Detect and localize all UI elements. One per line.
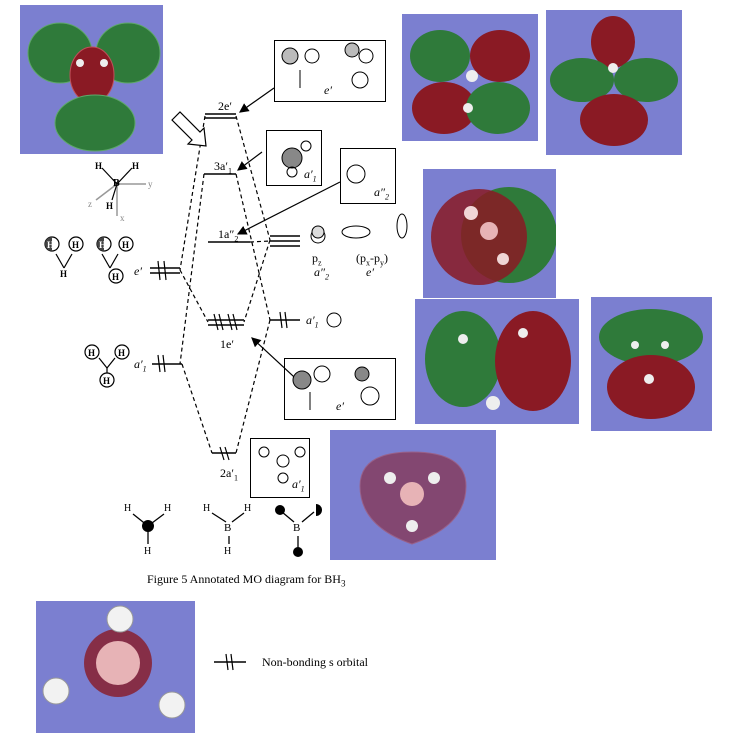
fragment-label-pz: pz xyxy=(312,251,322,268)
bottom-b-1: B xyxy=(224,522,232,534)
h-label-3: H xyxy=(60,269,68,279)
legend-nonbonding: Non-bonding s orbital xyxy=(262,655,368,669)
fragment-label-pxpy-sym: e′ xyxy=(366,265,374,279)
box-label-e-lower: e′ xyxy=(336,399,344,413)
axis-atom-h-left: H xyxy=(95,161,103,171)
fragment-label-e-left: e′ xyxy=(134,264,142,278)
fragment-label-pz-sym: a″2 xyxy=(314,265,329,282)
h-label-6: H xyxy=(112,272,120,282)
orbital-box-1a2 xyxy=(340,148,396,204)
orbital-render-1a2 xyxy=(423,169,556,298)
bottom-h-6: H xyxy=(224,546,232,557)
level-label-2e: 2e′ xyxy=(218,99,232,113)
axis-atom-b: B xyxy=(113,178,120,189)
axis-atom-h-right: H xyxy=(132,161,140,171)
orbital-render-1e-b xyxy=(591,297,712,431)
h-label-7: H xyxy=(88,348,96,358)
h-label-4: H xyxy=(99,240,107,250)
bottom-h-4: H xyxy=(203,503,211,514)
orbital-box-2a1 xyxy=(250,438,310,498)
fragment-label-pxpy: (px-py) xyxy=(356,251,388,268)
orbital-render-2e-a xyxy=(402,14,538,141)
bottom-h-3: H xyxy=(144,546,152,557)
box-label-a1: a′1 xyxy=(304,167,317,184)
box-label-a2: a″2 xyxy=(374,185,389,202)
box-label-e: e′ xyxy=(324,83,332,97)
axis-label-x: x xyxy=(120,213,125,223)
bottom-b-2: B xyxy=(293,522,301,534)
figure-caption: Figure 5 Annotated MO diagram for BH3 xyxy=(147,572,346,589)
orbital-render-1e-a xyxy=(415,299,579,424)
level-label-2a1: 2a′1 xyxy=(220,466,238,483)
axis-atom-h-bottom: H xyxy=(106,201,114,211)
bottom-h-2: H xyxy=(164,503,172,514)
orbital-render-top-left xyxy=(20,5,163,154)
level-label-1e: 1e′ xyxy=(220,337,234,351)
orbital-box-3a1 xyxy=(266,130,322,186)
bottom-h-5: H xyxy=(244,503,252,514)
h-label-8: H xyxy=(118,348,126,358)
h-label-1: H xyxy=(47,240,55,250)
bottom-h-1: H xyxy=(124,503,132,514)
axis-label-z: z xyxy=(88,199,92,209)
orbital-box-1e xyxy=(284,358,396,420)
h-label-9: H xyxy=(103,376,111,386)
h-label-5: H xyxy=(122,240,130,250)
box-label-a1-lower: a′1 xyxy=(292,477,305,494)
orbital-render-2e-b xyxy=(546,10,682,155)
level-label-3a1: 3a′1 xyxy=(214,159,232,176)
fragment-label-a1-left: a′1 xyxy=(134,357,147,374)
h-label-2: H xyxy=(72,240,80,250)
orbital-box-2e xyxy=(274,40,386,102)
level-label-1a2: 1a″2 xyxy=(218,227,239,244)
orbital-render-nonbonding xyxy=(36,601,195,733)
fragment-label-a1-right: a′1 xyxy=(306,313,319,330)
axis-label-y: y xyxy=(148,179,153,189)
orbital-render-2a1 xyxy=(330,430,496,560)
